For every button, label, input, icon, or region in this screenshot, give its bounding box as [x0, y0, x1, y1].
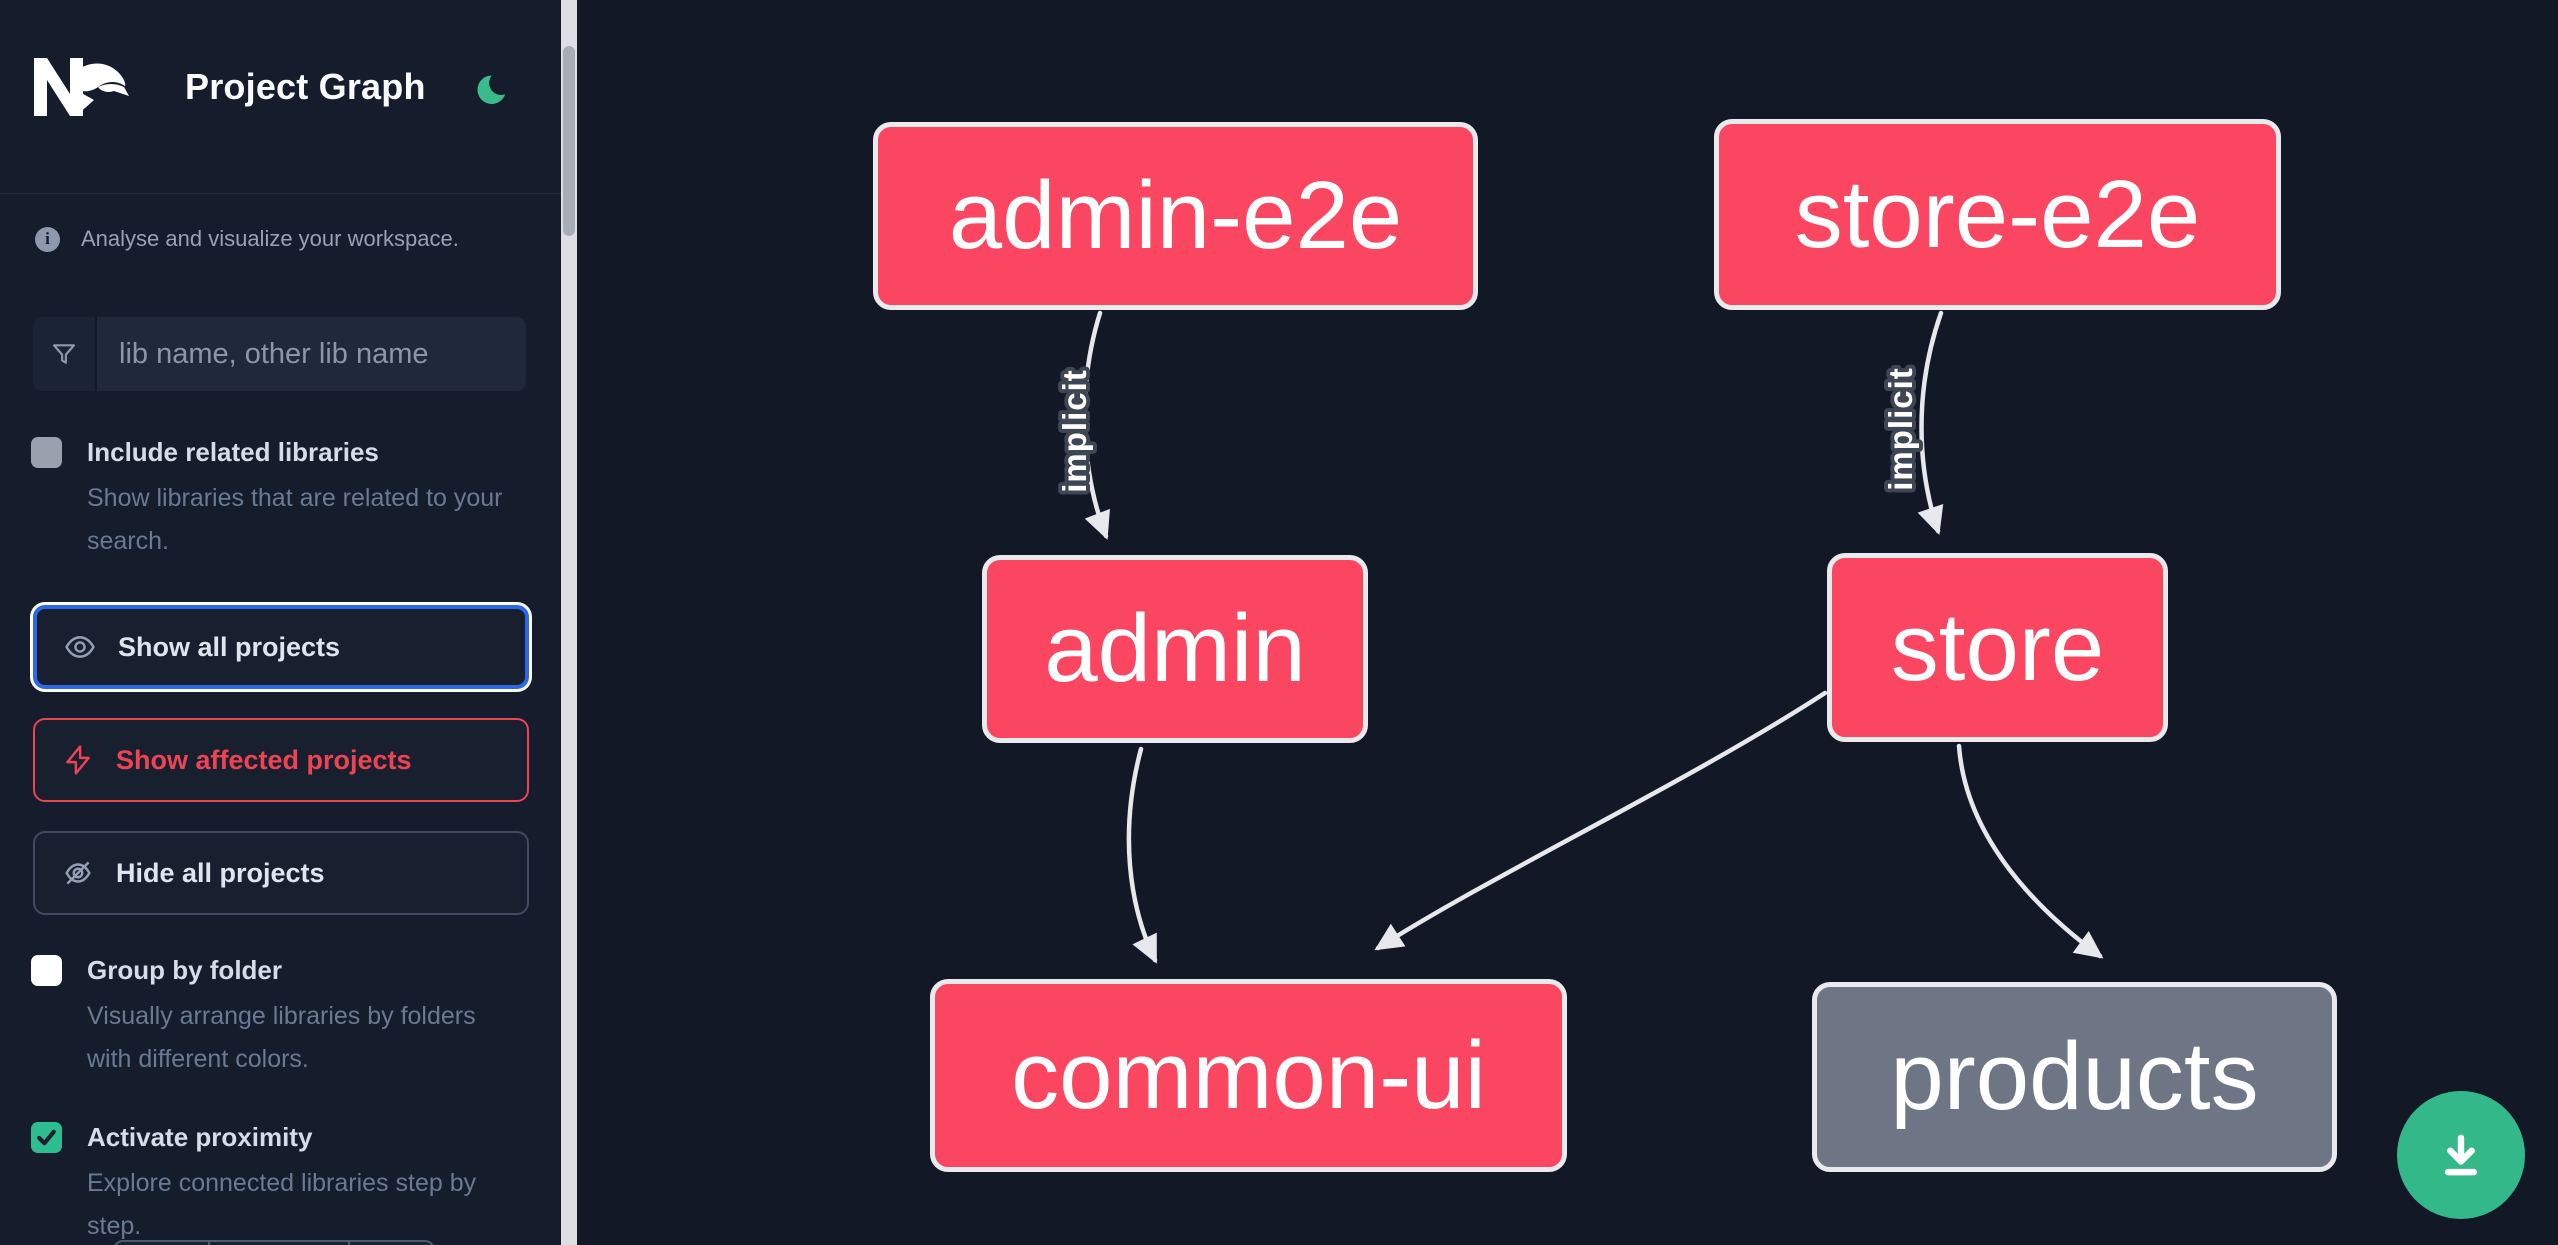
sidebar-scrollbar-thumb[interactable]	[563, 46, 575, 236]
sidebar-scrollbar-track[interactable]	[561, 0, 577, 1245]
edge-admin-e2e-to-admin[interactable]	[1082, 310, 1110, 540]
show-all-projects-button[interactable]: Show all projects	[33, 605, 529, 689]
checkbox-description: Visually arrange libraries by folders wi…	[87, 1002, 476, 1073]
page-title: Project Graph	[185, 66, 426, 107]
tagline-text: Analyse and visualize your workspace.	[81, 226, 459, 251]
bottom-segmented-control	[113, 1240, 435, 1245]
show-affected-projects-button[interactable]: Show affected projects	[33, 718, 529, 802]
checkbox-include-related-libraries[interactable]: Include related libraries Show libraries…	[31, 435, 531, 563]
checkbox-description: Explore connected libraries step by step…	[87, 1169, 477, 1240]
checkbox-box-checked[interactable]	[31, 1122, 62, 1153]
nx-logo-icon	[34, 58, 129, 116]
filter-funnel-icon	[33, 317, 97, 391]
search-box	[33, 317, 526, 391]
moon-icon[interactable]	[471, 70, 511, 110]
check-icon	[37, 1129, 56, 1146]
graph-node-admin[interactable]: admin	[982, 555, 1368, 743]
graph-node-common-ui[interactable]: common-ui	[930, 979, 1567, 1172]
sidebar: Project Graph i Analyse and visualize yo…	[0, 0, 561, 1245]
checkbox-description: Show libraries that are related to your …	[87, 484, 503, 555]
node-label: store	[1890, 593, 2105, 701]
button-label: Hide all projects	[116, 857, 325, 888]
bottom-control-segment-2[interactable]	[210, 1242, 350, 1245]
bottom-control-segment-1[interactable]	[115, 1242, 210, 1245]
checkbox-label: Group by folder	[87, 955, 282, 985]
checkbox-label: Include related libraries	[87, 437, 379, 467]
edge-store-to-products[interactable]	[1956, 743, 2104, 959]
checkbox-activate-proximity[interactable]: Activate proximity Explore connected lib…	[31, 1120, 531, 1245]
checkbox-group-by-folder[interactable]: Group by folder Visually arrange librari…	[31, 953, 531, 1081]
graph-node-products[interactable]: products	[1812, 982, 2337, 1172]
graph-node-store[interactable]: store	[1827, 553, 2168, 742]
node-label: store-e2e	[1794, 160, 2201, 268]
button-label: Show all projects	[118, 631, 341, 662]
edge-admin-to-common-ui[interactable]	[1126, 746, 1158, 964]
checkbox-box[interactable]	[31, 955, 62, 986]
download-icon	[2444, 1134, 2478, 1176]
sidebar-header: Project Graph	[0, 0, 561, 194]
bolt-icon	[66, 745, 90, 775]
search-input[interactable]	[97, 317, 526, 391]
button-label: Show affected projects	[116, 744, 412, 775]
node-label: common-ui	[1011, 1021, 1486, 1129]
download-graph-button[interactable]	[2397, 1091, 2525, 1219]
eye-icon	[65, 636, 95, 658]
graph-node-store-e2e[interactable]: store-e2e	[1714, 119, 2281, 310]
edge-store-to-common-ui[interactable]	[1374, 690, 1828, 951]
node-label: admin	[1044, 595, 1306, 702]
tagline-row: i Analyse and visualize your workspace.	[35, 226, 459, 252]
eye-off-icon	[65, 861, 91, 885]
info-icon: i	[35, 226, 60, 252]
node-label: products	[1890, 1023, 2259, 1130]
checkbox-label: Activate proximity	[87, 1122, 313, 1152]
hide-all-projects-button[interactable]: Hide all projects	[33, 831, 529, 915]
node-label: admin-e2e	[948, 162, 1403, 269]
edge-store-e2e-to-store[interactable]	[1917, 310, 1944, 536]
checkbox-box[interactable]	[31, 437, 62, 468]
graph-node-admin-e2e[interactable]: admin-e2e	[873, 122, 1478, 310]
